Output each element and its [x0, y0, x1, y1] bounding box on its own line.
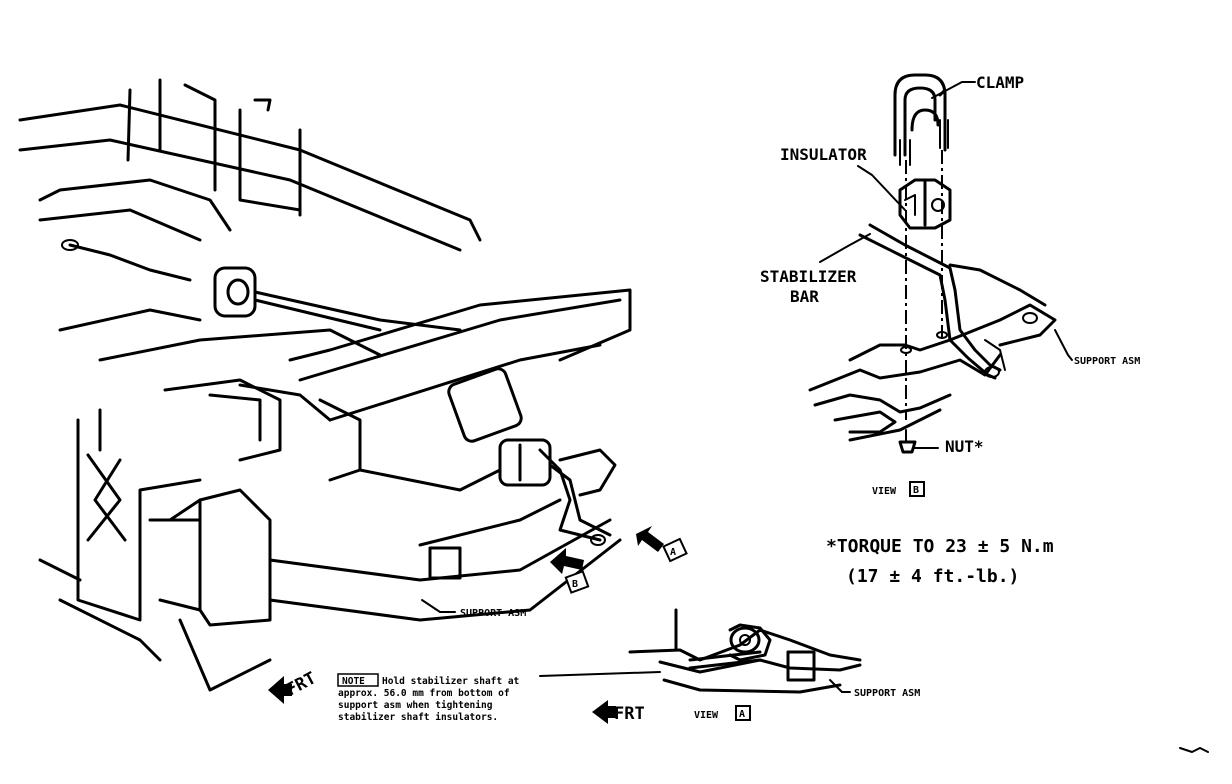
note-box-label: NOTE: [342, 676, 365, 687]
support-asm-leader-main: [421, 599, 456, 613]
clamp-label: CLAMP: [976, 73, 1024, 92]
support-asm-main-label: SUPPORT ASM: [460, 608, 526, 619]
frt-arrow-bottom: FRT: [592, 700, 645, 724]
torque-spec-line2: (17 ± 4 ft.-lb.): [846, 566, 1019, 587]
note-line-2: approx. 56.0 mm from bottom of: [338, 688, 510, 699]
arrow-b-letter: B: [572, 579, 578, 590]
arrow-a-letter: A: [670, 547, 676, 558]
stabilizer-label-line1: STABILIZER: [760, 267, 857, 286]
note-block: NOTE Hold stabilizer shaft at approx. 56…: [337, 671, 661, 723]
stabilizer-label-line2: BAR: [790, 287, 819, 306]
frt-bottom-label: FRT: [614, 704, 645, 724]
insulator-leader: [857, 165, 906, 211]
view-b-letter: B: [913, 485, 919, 496]
view-a-drawing: [628, 608, 862, 694]
frt-arrow-left: FRT: [268, 668, 319, 704]
clamp-leader: [931, 81, 976, 99]
torque-spec-line1: *TORQUE TO 23 ± 5 N.m: [826, 536, 1054, 557]
view-b-arrow: B: [550, 548, 590, 594]
corner-mark: [1179, 747, 1209, 753]
note-line-1: Hold stabilizer shaft at: [382, 676, 519, 687]
insulator-label: INSULATOR: [780, 145, 867, 164]
support-asm-view-a-label: SUPPORT ASM: [854, 688, 920, 699]
note-line-3: support asm when tightening: [338, 700, 493, 711]
view-b-word: VIEW: [872, 486, 897, 497]
main-assembly-drawing: [18, 78, 632, 692]
support-asm-right-label: SUPPORT ASM: [1074, 356, 1140, 367]
support-asm-right-leader: [1054, 329, 1073, 361]
view-b-drawing: [808, 73, 1057, 454]
note-line-4: stabilizer shaft insulators.: [338, 712, 498, 723]
view-a-box: [735, 705, 751, 721]
stabilizer-leader: [819, 233, 871, 263]
nut-label: NUT*: [945, 437, 984, 456]
view-a-arrow: A: [636, 526, 688, 563]
view-a-word: VIEW: [694, 710, 719, 721]
view-b-box: [909, 481, 925, 497]
view-a-letter: A: [739, 709, 745, 720]
